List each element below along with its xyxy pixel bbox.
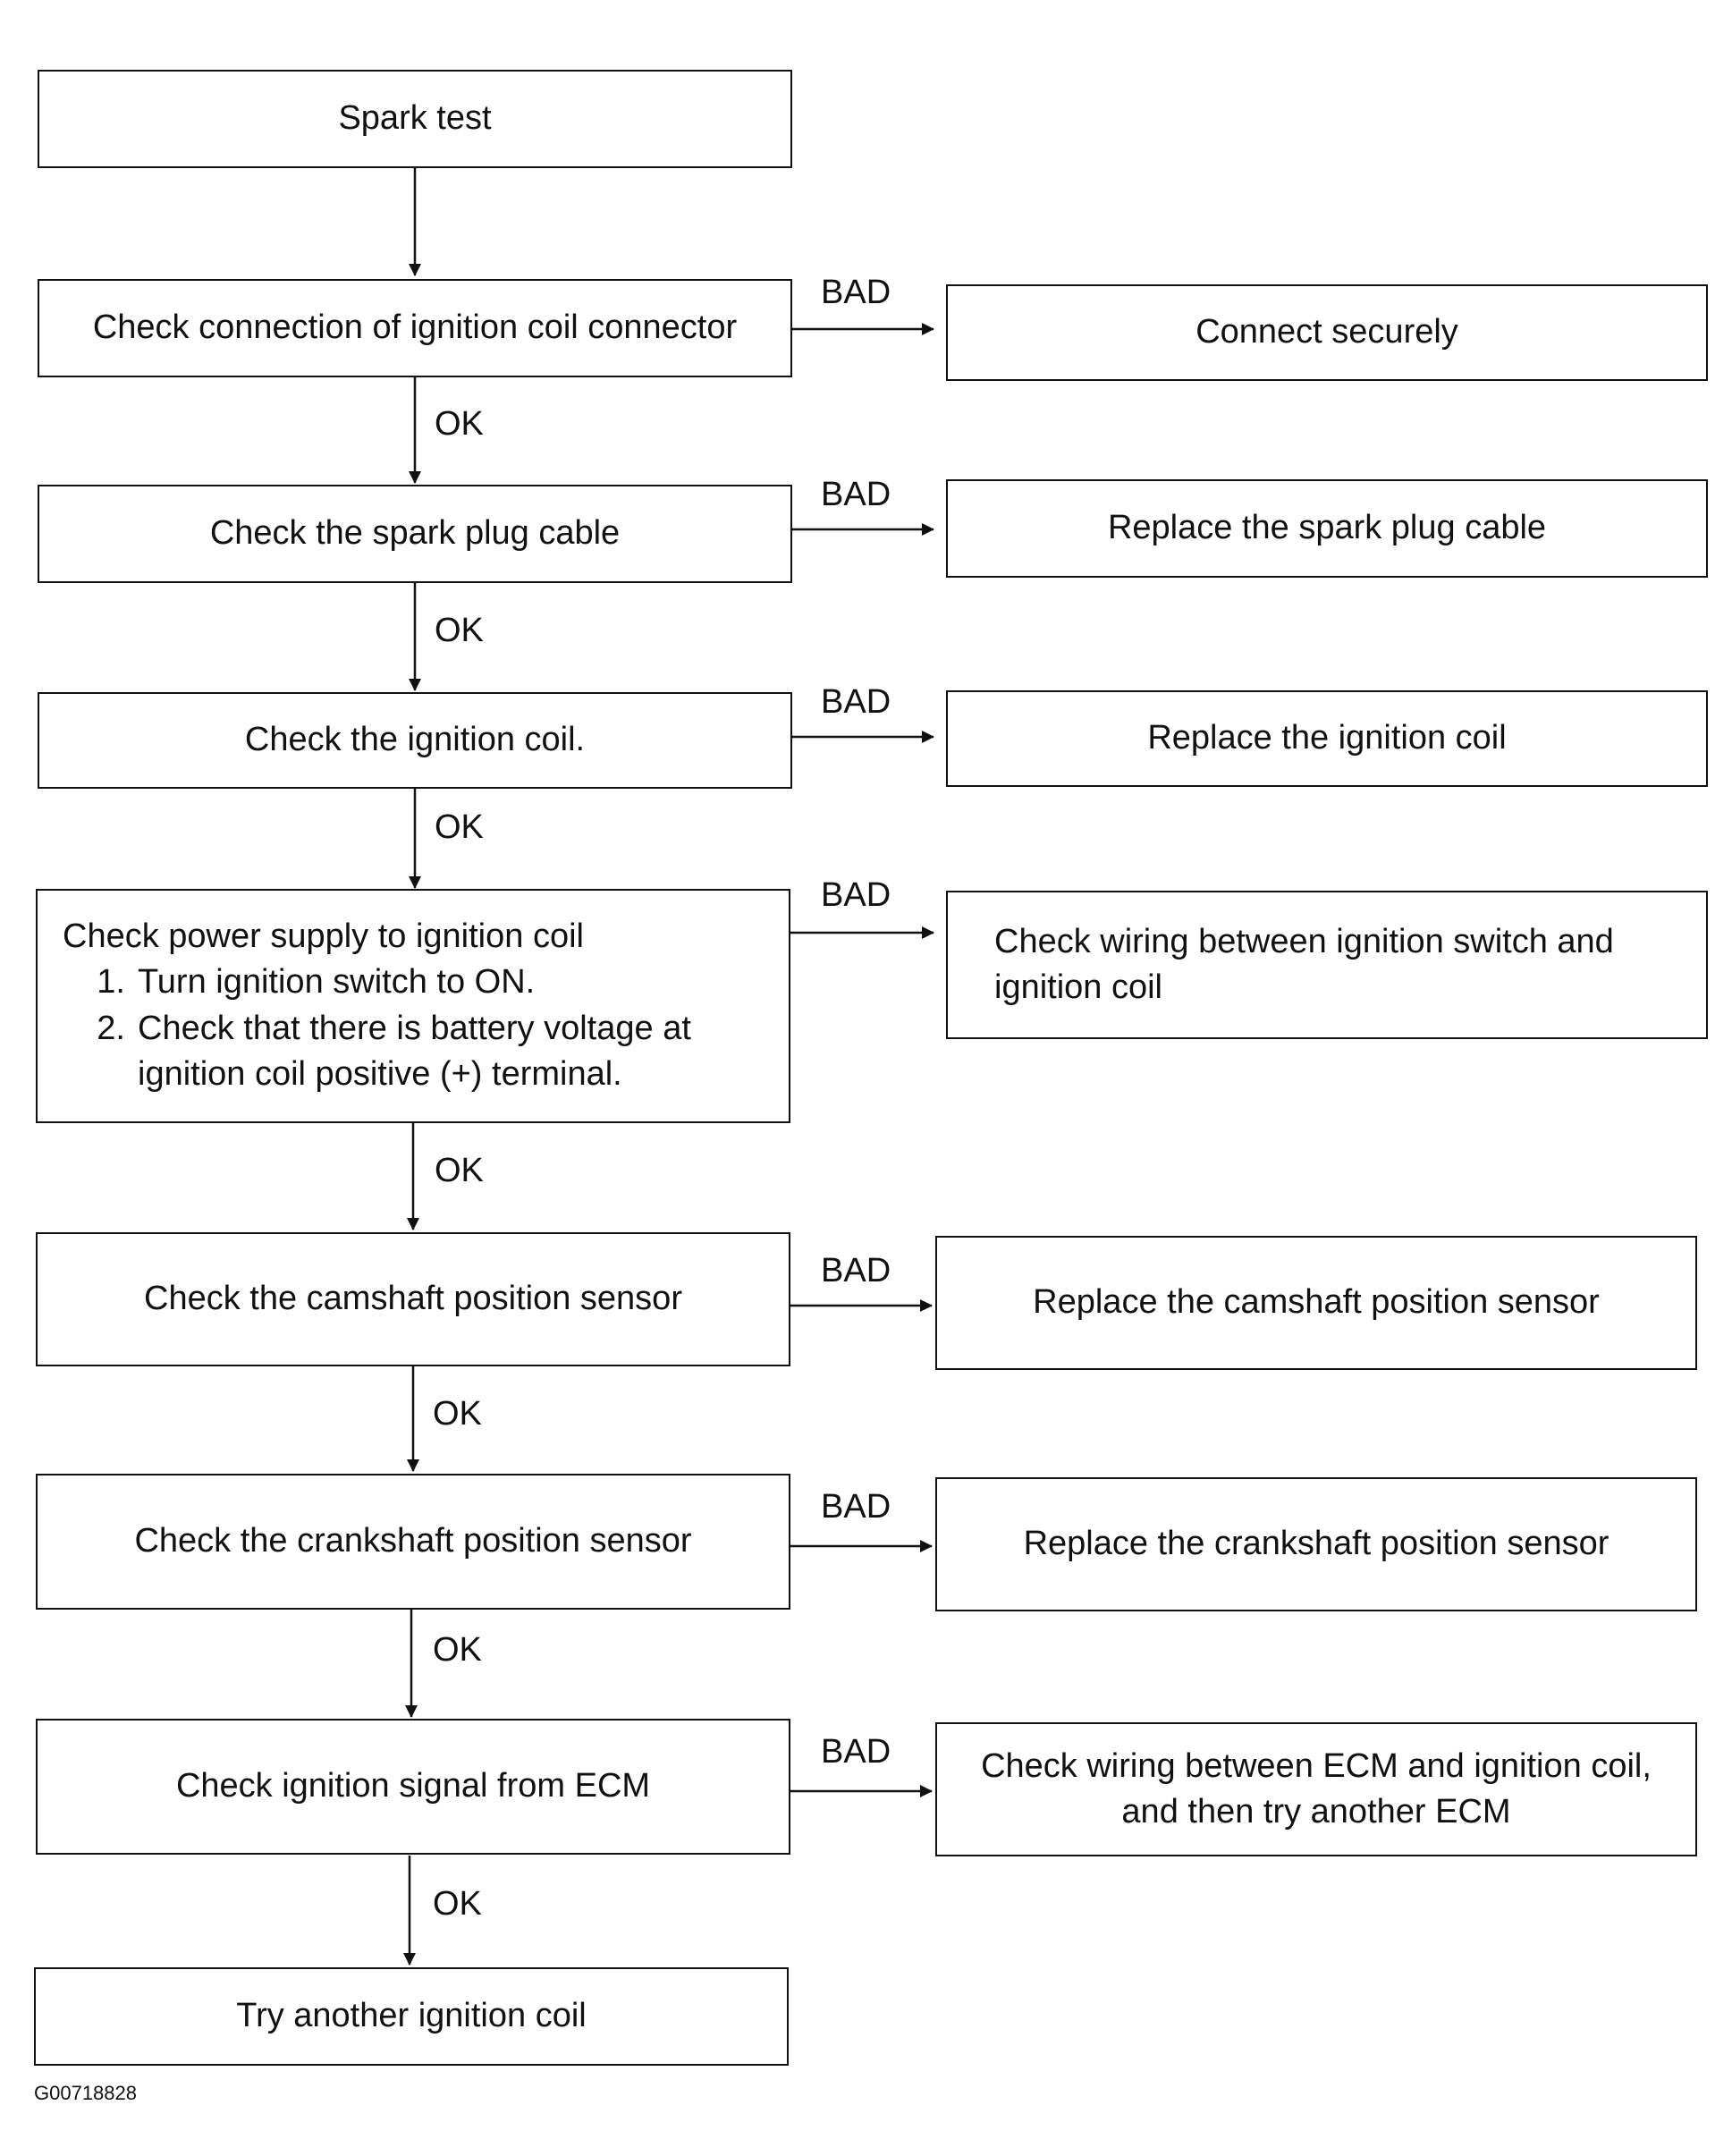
bad-action-label-3: Replace the ignition coil [1147, 719, 1507, 757]
bad-action-label-2: Replace the spark plug cable [1107, 509, 1547, 547]
bad-action-label-5: Replace the camshaft position sensor [1033, 1283, 1600, 1322]
ok-label-7: OK [433, 1885, 482, 1923]
list-item: 2. Check that there is battery voltage a… [63, 1006, 789, 1098]
step-text-2: Check that there is battery voltage at i… [138, 1009, 691, 1093]
end-box: Try another ignition coil [34, 1967, 789, 2066]
check-label-1: Check connection of ignition coil connec… [92, 309, 738, 347]
bad-label-3: BAD [821, 683, 891, 721]
bad-action-box-3: Replace the ignition coil [946, 690, 1708, 787]
bad-label-4: BAD [821, 876, 891, 914]
ok-label-1: OK [435, 405, 484, 443]
check-box-5: Check the camshaft position sensor [36, 1232, 790, 1366]
check-label-3: Check the ignition coil. [244, 721, 586, 759]
bad-action-label-1: Connect securely [1196, 313, 1458, 351]
check-label-2: Check the spark plug cable [209, 514, 621, 553]
bad-action-box-2: Replace the spark plug cable [946, 479, 1708, 578]
bad-action-label-4: Check wiring between ignition switch and… [994, 922, 1614, 1006]
ok-label-4: OK [435, 1152, 484, 1189]
list-item: 1. Turn ignition switch to ON. [63, 960, 789, 1005]
check-box-4: Check power supply to ignition coil 1. T… [36, 889, 790, 1123]
step-number-1: 1. [97, 963, 125, 1002]
check-steps-4: 1. Turn ignition switch to ON. 2. Check … [63, 960, 789, 1097]
check-box-1: Check connection of ignition coil connec… [38, 279, 792, 377]
bad-action-box-5: Replace the camshaft position sensor [935, 1236, 1697, 1370]
ok-label-6: OK [433, 1631, 482, 1669]
bad-label-2: BAD [821, 476, 891, 513]
bad-label-1: BAD [821, 274, 891, 311]
check-box-7: Check ignition signal from ECM [36, 1719, 790, 1855]
bad-label-6: BAD [821, 1488, 891, 1526]
check-label-5: Check the camshaft position sensor [144, 1280, 682, 1318]
bad-action-box-4: Check wiring between ignition switch and… [946, 891, 1708, 1039]
end-label: Try another ignition coil [236, 1997, 587, 2035]
bad-label-5: BAD [821, 1252, 891, 1289]
figure-id: G00718828 [34, 2082, 137, 2104]
bad-action-box-1: Connect securely [946, 284, 1708, 381]
check-label-6: Check the crankshaft position sensor [134, 1522, 692, 1560]
step-text-1: Turn ignition switch to ON. [138, 963, 536, 1002]
check-box-3: Check the ignition coil. [38, 692, 792, 789]
start-box: Spark test [38, 70, 792, 168]
check-box-6: Check the crankshaft position sensor [36, 1474, 790, 1610]
check-label-7: Check ignition signal from ECM [175, 1767, 651, 1805]
bad-action-label-7: Check wiring between ECM and ignition co… [981, 1746, 1652, 1830]
bad-action-label-6: Replace the crankshaft position sensor [1023, 1525, 1609, 1563]
start-label: Spark test [338, 99, 492, 138]
ok-label-2: OK [435, 612, 484, 649]
ok-label-3: OK [435, 808, 484, 846]
bad-action-box-6: Replace the crankshaft position sensor [935, 1477, 1697, 1611]
ok-label-5: OK [433, 1395, 482, 1433]
step-number-2: 2. [97, 1009, 125, 1047]
check-box-2: Check the spark plug cable [38, 485, 792, 583]
bad-label-7: BAD [821, 1733, 891, 1771]
bad-action-box-7: Check wiring between ECM and ignition co… [935, 1722, 1697, 1856]
check-label-4: Check power supply to ignition coil [63, 917, 584, 955]
